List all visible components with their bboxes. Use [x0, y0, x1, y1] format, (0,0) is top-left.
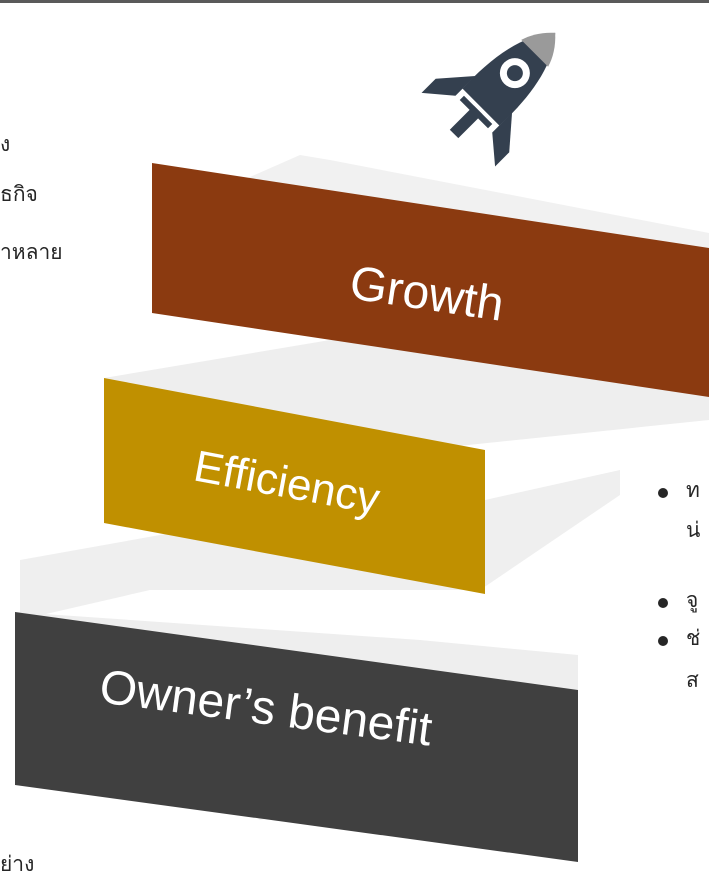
left-text-column: ง ธกิจ าหลาย ย่าง [0, 0, 150, 871]
left-text-line: าหลาย [0, 240, 63, 264]
left-text-line: ย่าง [0, 852, 35, 871]
bullet-text: ช่ [686, 626, 701, 650]
bullet-text: ท [686, 478, 700, 502]
bullet-dot [658, 636, 668, 646]
bullet-text: จู [686, 588, 699, 612]
slide-top-border [0, 0, 709, 3]
efficiency-banner [104, 378, 485, 594]
rocket-icon [421, 32, 556, 167]
right-bullet-list: ท น่ จู ช่ ส [650, 470, 709, 730]
left-text-line: ง [0, 132, 11, 156]
growth-banner [152, 163, 709, 397]
bullet-dot [658, 598, 668, 608]
bullet-text-continued: ส [686, 668, 699, 692]
owner-banner [15, 612, 578, 862]
left-text-line: ธกิจ [0, 182, 38, 206]
bullet-text-continued: น่ [686, 518, 701, 542]
bullet-dot [658, 488, 668, 498]
